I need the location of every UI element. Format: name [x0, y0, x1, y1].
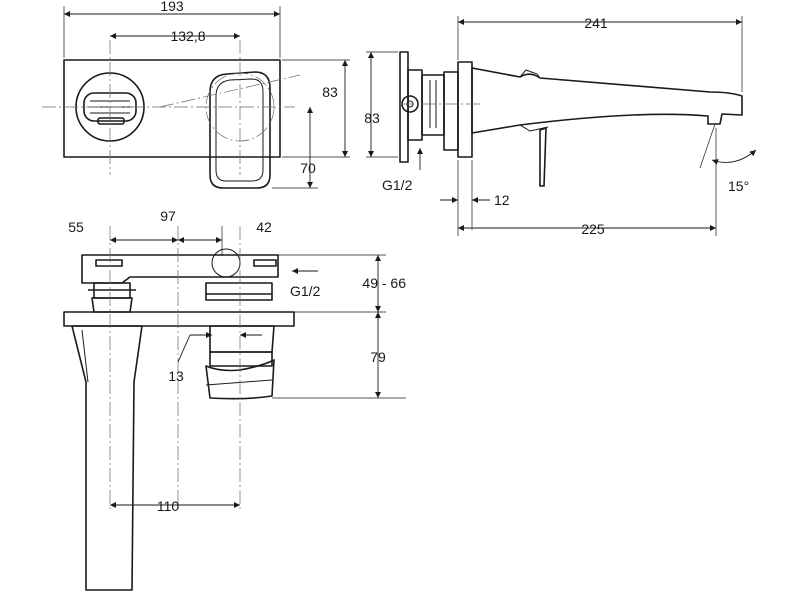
front-view [42, 6, 350, 189]
lever-top [209, 325, 275, 353]
spout-top [71, 325, 143, 591]
dim-side-wall-offset: 12 [494, 192, 510, 208]
dim-top-offset-right: 42 [256, 219, 272, 235]
dim-top-spout-offset: 110 [157, 498, 180, 514]
dim-top-offset-left: 55 [68, 219, 84, 235]
wall-plate-top [63, 311, 295, 327]
mixer-lever-front [209, 71, 271, 189]
dim-top-body-depth: 49 - 66 [362, 275, 406, 291]
dim-front-lever-offset: 70 [300, 160, 316, 176]
dim-top-centers: 97 [160, 208, 176, 224]
dim-front-overall-width: 193 [160, 0, 184, 14]
dim-side-inlet-thread: G1/2 [382, 177, 413, 193]
dim-side-plate-height: 83 [364, 110, 380, 126]
mounting-flange [399, 51, 409, 163]
dim-side-spout-angle: 15° [728, 178, 749, 194]
lever-side [539, 127, 547, 187]
spout-side [471, 67, 743, 134]
dim-top-inlet-thread: G1/2 [290, 283, 321, 299]
top-view [63, 226, 406, 591]
dim-front-centers-width: 132,8 [170, 28, 205, 44]
dim-top-lever-height: 79 [370, 349, 386, 365]
wall-plate-front [63, 59, 281, 158]
side-view [366, 16, 757, 236]
dim-front-height: 83 [322, 84, 338, 100]
dim-side-projection: 241 [584, 15, 608, 31]
dim-side-spout-reach: 225 [581, 221, 605, 237]
dim-top-stem-offset: 13 [168, 368, 184, 384]
